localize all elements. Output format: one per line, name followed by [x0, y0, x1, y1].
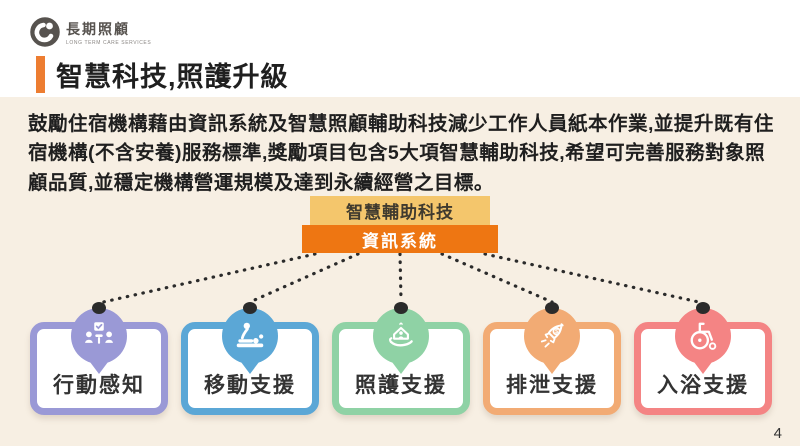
card-label: 照護支援	[355, 373, 447, 397]
card-transfer-support: 移動支援	[181, 302, 319, 415]
long-term-care-logo-icon	[30, 17, 60, 47]
badge-pointer	[694, 362, 712, 374]
connector-dot	[696, 302, 710, 314]
intro-paragraph: 鼓勵住宿機構藉由資訊系統及智慧照顧輔助科技減少工作人員紙本作業,並提升既有住宿機…	[28, 113, 774, 194]
transfer-assist-icon	[222, 308, 278, 364]
information-system-box: 資訊系統	[302, 225, 498, 253]
card-care-support: 照護支援	[332, 302, 470, 415]
badge-pointer	[90, 362, 108, 374]
connector-dot	[394, 302, 408, 314]
logo-title: 長期照顧	[66, 20, 130, 37]
card-label: 入浴支援	[657, 373, 749, 397]
connector-dot	[92, 302, 106, 314]
logo-text: 長期照顧 LONG TERM CARE SERVICES	[66, 19, 151, 46]
content-panel: 鼓勵住宿機構藉由資訊系統及智慧照顧輔助科技減少工作人員紙本作業,並提升既有住宿機…	[0, 97, 800, 446]
title-row: 智慧科技,照護升級	[36, 55, 289, 94]
page-number: 4	[773, 425, 782, 442]
category-cards-row: 行動感知 移動支援	[30, 302, 772, 415]
card-label: 行動感知	[53, 373, 145, 397]
badge-pointer	[392, 362, 410, 374]
card-bathing-support: 入浴支援	[634, 302, 772, 415]
smart-assistive-tech-box: 智慧輔助科技	[310, 196, 490, 225]
title-accent-bar	[36, 56, 45, 93]
page-title: 智慧科技,照護升級	[56, 62, 289, 92]
logo: 長期照顧 LONG TERM CARE SERVICES	[30, 17, 151, 47]
rocket-dollar-icon: $	[524, 308, 580, 364]
meeting-check-icon	[71, 308, 127, 364]
badge-pointer	[241, 362, 259, 374]
hand-care-icon	[373, 308, 429, 364]
card-label: 移動支援	[204, 373, 296, 397]
svg-text:$: $	[555, 329, 559, 335]
connector-dot	[243, 302, 257, 314]
badge-pointer	[543, 362, 561, 374]
card-mobility-sensing: 行動感知	[30, 302, 168, 415]
connector-dot	[545, 302, 559, 314]
card-excretion-support: $ 排泄支援	[483, 302, 621, 415]
card-label: 排泄支援	[506, 373, 598, 397]
logo-subtitle: LONG TERM CARE SERVICES	[66, 39, 152, 46]
wheelchair-icon	[675, 308, 731, 364]
